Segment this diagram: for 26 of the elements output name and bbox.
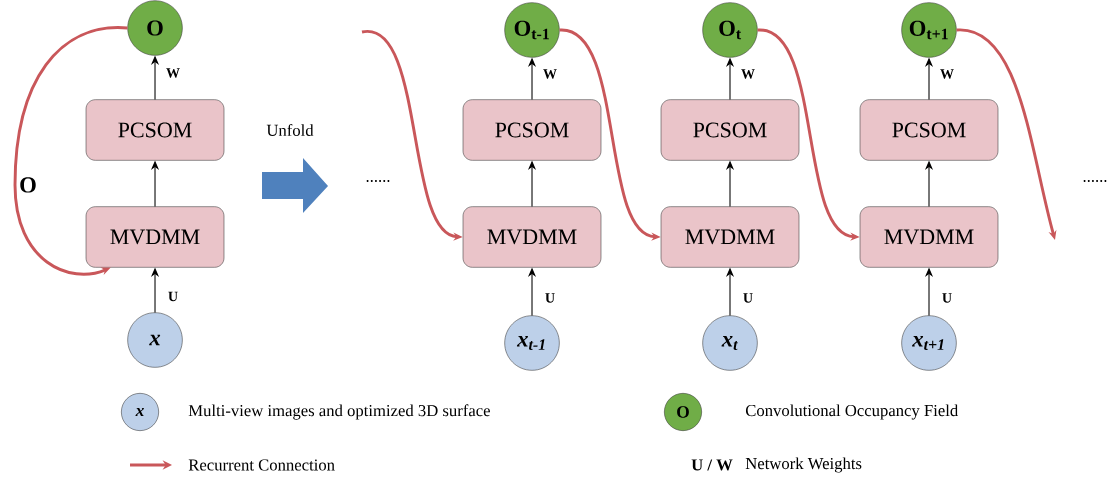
edge-label: W	[166, 68, 180, 78]
process-box: MVDMM	[462, 206, 602, 268]
edge-label: W	[940, 69, 954, 79]
edge-label: O	[20, 177, 36, 193]
process-box: PCSOM	[462, 99, 602, 161]
legend-text: Network Weights	[745, 457, 862, 473]
process-box: MVDMM	[660, 206, 800, 268]
ellipsis: ......	[1083, 180, 1107, 182]
edge-label: U	[942, 293, 952, 303]
process-box: PCSOM	[859, 99, 999, 161]
legend-text: Convolutional Occupancy Field	[745, 404, 958, 420]
unfold-label: Unfold	[266, 124, 314, 136]
edge-label: U	[168, 291, 178, 302]
edge-label: W	[543, 69, 557, 79]
edge-label: W	[741, 69, 755, 79]
process-box: PCSOM	[85, 99, 225, 161]
legend-text: Multi-view images and optimized 3D surface	[188, 404, 490, 420]
recurrent-arrow	[13, 26, 128, 276]
legend-symbol: U / W	[691, 459, 733, 471]
process-box: PCSOM	[660, 99, 800, 161]
edge-label: U	[743, 293, 753, 303]
ellipsis: ......	[366, 180, 390, 182]
process-box: MVDMM	[85, 206, 225, 268]
legend-text: Recurrent Connection	[188, 459, 335, 471]
process-box: MVDMM	[859, 206, 999, 268]
edge-label: U	[545, 293, 555, 303]
